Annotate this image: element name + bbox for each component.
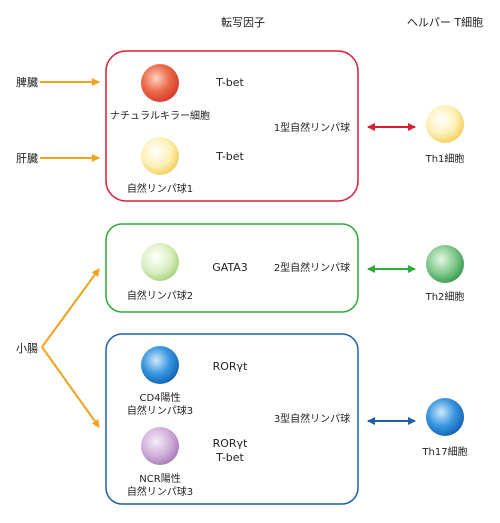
- th17-label: Th17細胞: [421, 445, 467, 458]
- organ-liver: 肝臓: [16, 152, 38, 165]
- th17-cell: [426, 398, 464, 436]
- ilc1-cell-label: 自然リンパ球1: [127, 182, 193, 195]
- cd4-ilc3-cell: [141, 346, 179, 384]
- group3-type-label: 3型自然リンパ球: [274, 412, 350, 425]
- ilc2-tf-label: GATA3: [212, 261, 248, 274]
- ncr-ilc3-cell: [141, 427, 179, 465]
- ilc1-cell: [141, 137, 179, 175]
- group3-box: [105, 333, 359, 505]
- organ-spleen: 脾臓: [16, 75, 38, 89]
- th2-label: Th2細胞: [425, 290, 465, 303]
- intestine-arrow-up: [41, 268, 100, 348]
- group2-box: [105, 223, 359, 313]
- header-helper-t: ヘルパー T細胞: [407, 16, 483, 29]
- cd4-ilc3-tf-label: RORγt: [213, 360, 248, 373]
- ncr-ilc3-tf-label-1: RORγt: [213, 437, 248, 450]
- th2-cell: [426, 245, 464, 283]
- th1-label: Th1細胞: [425, 152, 465, 165]
- group2-type-label: 2型自然リンパ球: [274, 261, 350, 274]
- group1-box: [105, 50, 359, 202]
- ncr-ilc3-tf-label-2: T-bet: [215, 451, 244, 464]
- ilc2-cell: [141, 243, 179, 281]
- cd4-ilc3-label-2: 自然リンパ球3: [127, 404, 193, 417]
- organ-small-intestine: 小腸: [16, 342, 38, 355]
- nk-cell-label: ナチュラルキラー細胞: [110, 109, 210, 122]
- ncr-ilc3-label-1: NCR陽性: [139, 472, 180, 485]
- intestine-arrow-down: [41, 346, 100, 428]
- th1-cell: [426, 105, 464, 143]
- nk-cell: [141, 64, 179, 102]
- ncr-ilc3-label-2: 自然リンパ球3: [127, 485, 193, 498]
- nk-tf-label: T-bet: [215, 76, 244, 89]
- header-transcription-factor: 転写因子: [221, 16, 265, 29]
- cd4-ilc3-label-1: CD4陽性: [139, 391, 180, 404]
- ilc2-cell-label: 自然リンパ球2: [127, 289, 193, 302]
- group1-type-label: 1型自然リンパ球: [274, 121, 350, 134]
- ilc1-tf-label: T-bet: [215, 150, 244, 163]
